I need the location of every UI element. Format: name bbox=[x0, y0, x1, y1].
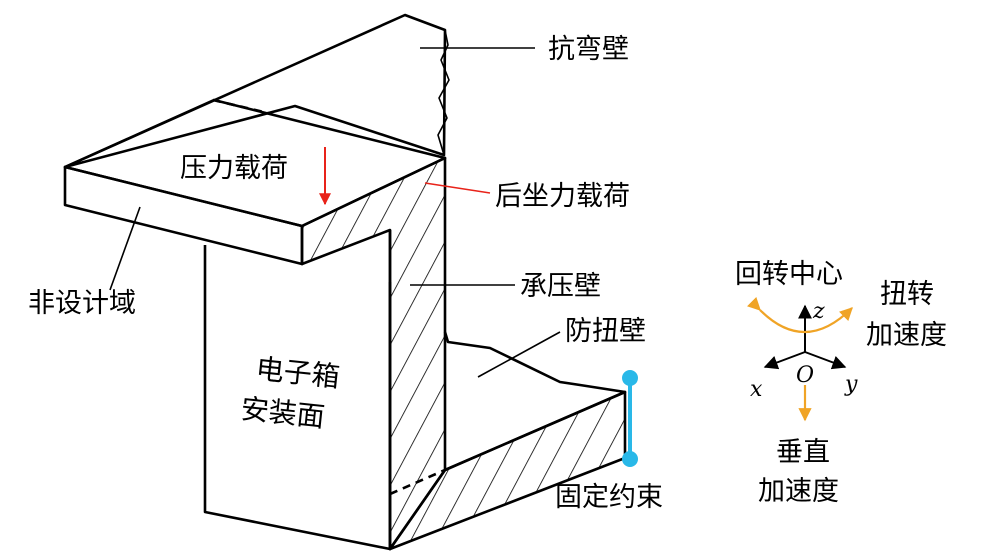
label-mount-face-2: 安装面 bbox=[239, 392, 326, 434]
coordinate-system bbox=[746, 296, 853, 422]
anti-torsion-front bbox=[388, 390, 627, 551]
label-bending-wall: 抗弯壁 bbox=[548, 34, 629, 65]
label-mount-face-1: 电子箱 bbox=[254, 352, 341, 394]
label-fixed-constraint: 固定约束 bbox=[555, 482, 663, 513]
anti-torsion-dashed bbox=[389, 468, 446, 496]
label-non-design-domain: 非设计域 bbox=[28, 288, 136, 319]
label-vertical-accel-2: 加速度 bbox=[758, 476, 839, 507]
bending-wall-top bbox=[63, 13, 447, 169]
label-recoil-load: 后坐力载荷 bbox=[495, 181, 630, 212]
label-axis-z: z bbox=[812, 299, 825, 324]
fixed-constraint-marker bbox=[622, 370, 638, 467]
label-pressure-load: 压力载荷 bbox=[180, 153, 288, 184]
label-torsion-accel-1: 扭转 bbox=[880, 279, 934, 310]
label-vertical-accel-1: 垂直 bbox=[776, 437, 830, 468]
y-axis bbox=[804, 351, 847, 370]
torsion-accel-arrow bbox=[746, 296, 853, 334]
bracket-structure bbox=[63, 13, 627, 551]
label-bearing-wall: 承压壁 bbox=[520, 271, 601, 302]
x-axis bbox=[763, 351, 806, 370]
label-torsion-accel-2: 加速度 bbox=[866, 320, 947, 351]
bearing-wall-hatched bbox=[300, 156, 447, 551]
label-origin: O bbox=[796, 363, 814, 388]
label-axis-y: y bbox=[844, 372, 858, 397]
label-anti-torsion-wall: 防扭壁 bbox=[565, 316, 646, 347]
recoil-leader bbox=[424, 182, 491, 194]
leader-lines bbox=[109, 47, 561, 378]
label-rotation-center: 回转中心 bbox=[735, 259, 843, 290]
label-axis-x: x bbox=[750, 377, 763, 402]
